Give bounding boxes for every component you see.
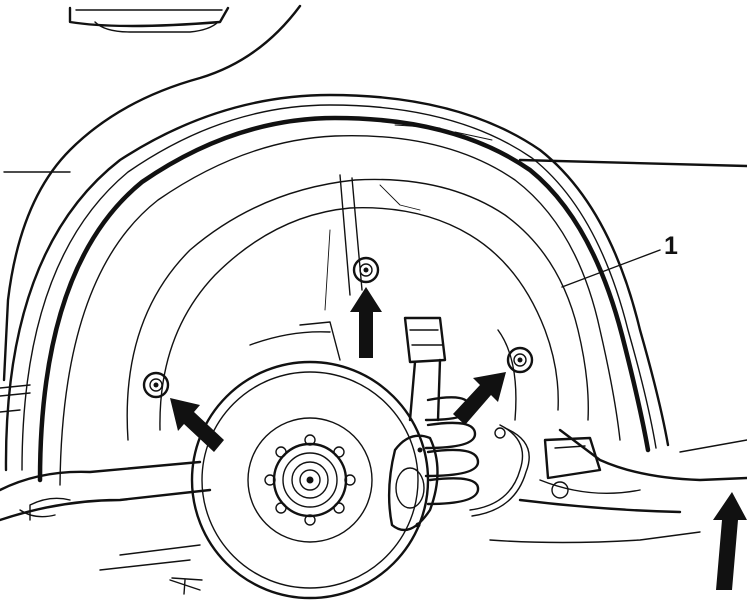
upper-body-fragment [68,6,230,33]
wheel-bolt-holes [264,434,356,526]
brake-caliper [387,434,439,532]
arrow-icon [453,372,506,425]
screw-head-icon [506,346,534,374]
screw-head-icon [142,371,170,399]
screw-head-icon [352,256,380,284]
fender-arch [0,93,670,486]
lower-sill [0,428,747,591]
arrow-icon [350,287,382,358]
control-arm [539,436,641,499]
callout-label: 1 [664,232,678,260]
body-contour [2,4,747,453]
wheel-arch-liner [126,174,589,441]
arrow-icon [170,398,224,452]
callout-1: 1 [561,232,678,288]
bottom-mark [171,577,203,595]
brake-disc [190,360,430,600]
brake-hose [469,424,530,517]
arrow-icon [713,492,747,590]
